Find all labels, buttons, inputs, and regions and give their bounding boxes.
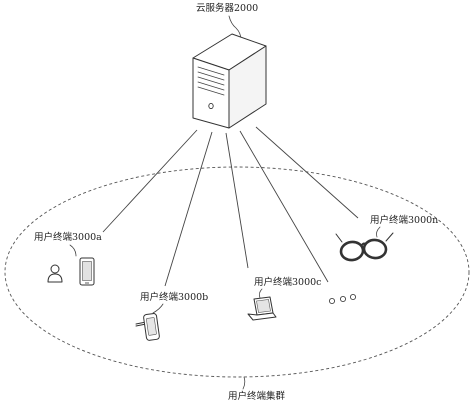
user-person-icon [47,264,63,283]
connection-lines [102,126,359,287]
server-leader-line [228,15,242,41]
cluster-boundary [4,166,470,378]
server-icon [192,33,267,129]
connection-line-dots [239,130,329,283]
terminal-a-leader-line [69,244,77,257]
server-label: 云服务器2000 [196,2,258,14]
connection-line-b [164,131,213,287]
terminal-b-label: 用户终端3000b [140,291,208,303]
connection-line-n [255,126,359,219]
cluster-leader-line [242,376,246,390]
smart-watch-icon [135,313,160,341]
connection-line-c [225,132,249,269]
terminal-c-label: 用户终端3000c [254,276,322,288]
laptop-icon [247,296,277,321]
cluster-label: 用户终端集群 [228,390,286,402]
terminal-c-leader-line [258,288,263,299]
smart-glasses-icon [335,232,394,262]
more-terminals-dots [328,293,357,305]
terminal-b-leader-line [152,303,164,314]
terminal-a-label: 用户终端3000a [34,231,102,243]
terminal-n-label: 用户终端3000n [370,214,438,226]
smartphone-icon [79,257,95,286]
terminal-n-leader-line [376,226,381,238]
connection-line-a [102,129,198,233]
